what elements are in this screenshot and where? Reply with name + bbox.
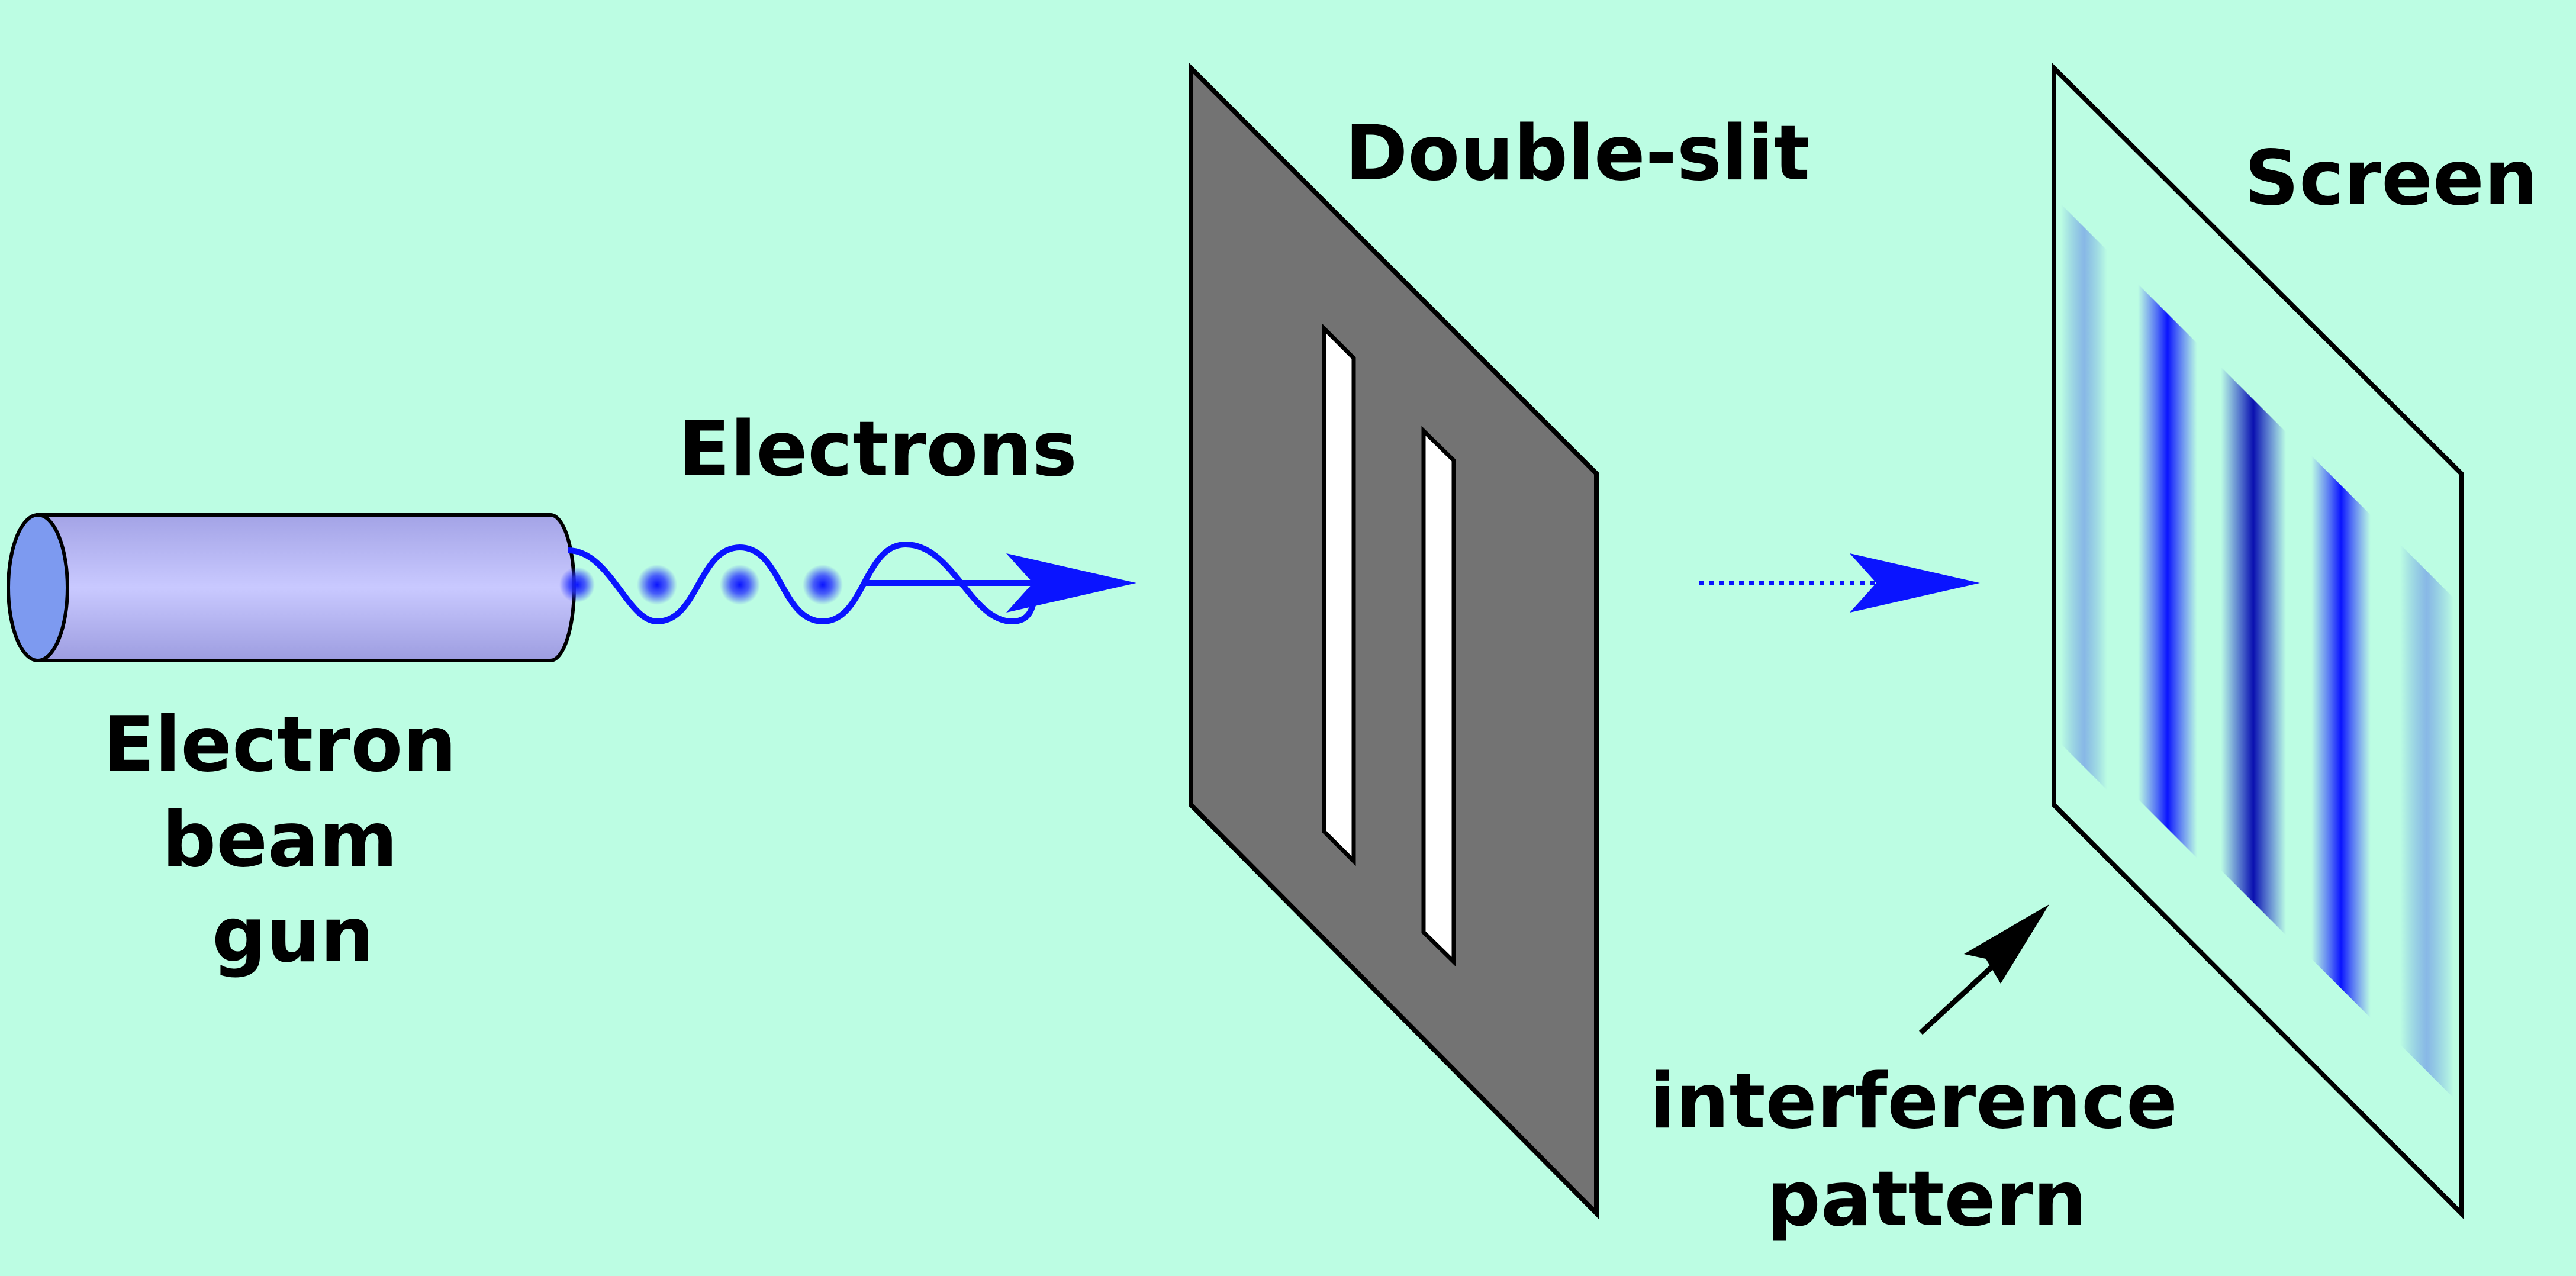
electrons-label: Electrons bbox=[678, 405, 1077, 494]
detector-screen bbox=[2052, 62, 2464, 1219]
electron-dot bbox=[803, 565, 843, 605]
pattern-pointer bbox=[1918, 904, 2049, 1035]
electron-gun-label-line3: gun bbox=[212, 891, 374, 979]
double-slit-label: Double-slit bbox=[1345, 109, 1810, 198]
slit-right bbox=[1421, 426, 1456, 967]
electron-gun-label: Electron beam gun bbox=[103, 701, 483, 979]
pointer-line bbox=[1918, 956, 2003, 1035]
interference-fringes bbox=[2061, 204, 2453, 1098]
interference-pattern-label: interference pattern bbox=[1650, 1058, 2204, 1243]
electron-gun-label-line1: Electron bbox=[103, 701, 456, 789]
interference-pattern-label-line2: pattern bbox=[1766, 1155, 2086, 1243]
gun-barrel bbox=[36, 513, 576, 662]
screen-label: Screen bbox=[2245, 134, 2538, 223]
electron-dot bbox=[720, 565, 760, 605]
electron-gun-label-line2: beam bbox=[162, 796, 398, 884]
double-slit bbox=[1189, 62, 1599, 1219]
diffracted-beam bbox=[1699, 553, 1980, 613]
electron-dot bbox=[559, 567, 595, 602]
arrow-right-icon bbox=[1850, 553, 1980, 613]
arrow-right-icon bbox=[1006, 553, 1136, 613]
electron-dot bbox=[637, 565, 677, 605]
interference-pattern-label-line1: interference bbox=[1650, 1058, 2178, 1146]
fringe-band bbox=[2311, 456, 2371, 1018]
fringe-band bbox=[2138, 284, 2197, 858]
fringe-band bbox=[2061, 204, 2107, 790]
arrow-up-right-icon bbox=[1964, 904, 2049, 984]
electron-wave-packet bbox=[559, 541, 1136, 625]
electron-gun bbox=[7, 513, 576, 662]
slit-panel bbox=[1189, 62, 1599, 1219]
fringe-band bbox=[2221, 367, 2286, 935]
electron-wave bbox=[568, 541, 1043, 625]
fringe-band bbox=[2400, 544, 2453, 1098]
gun-muzzle-end bbox=[7, 513, 69, 662]
slit-left bbox=[1322, 323, 1356, 866]
